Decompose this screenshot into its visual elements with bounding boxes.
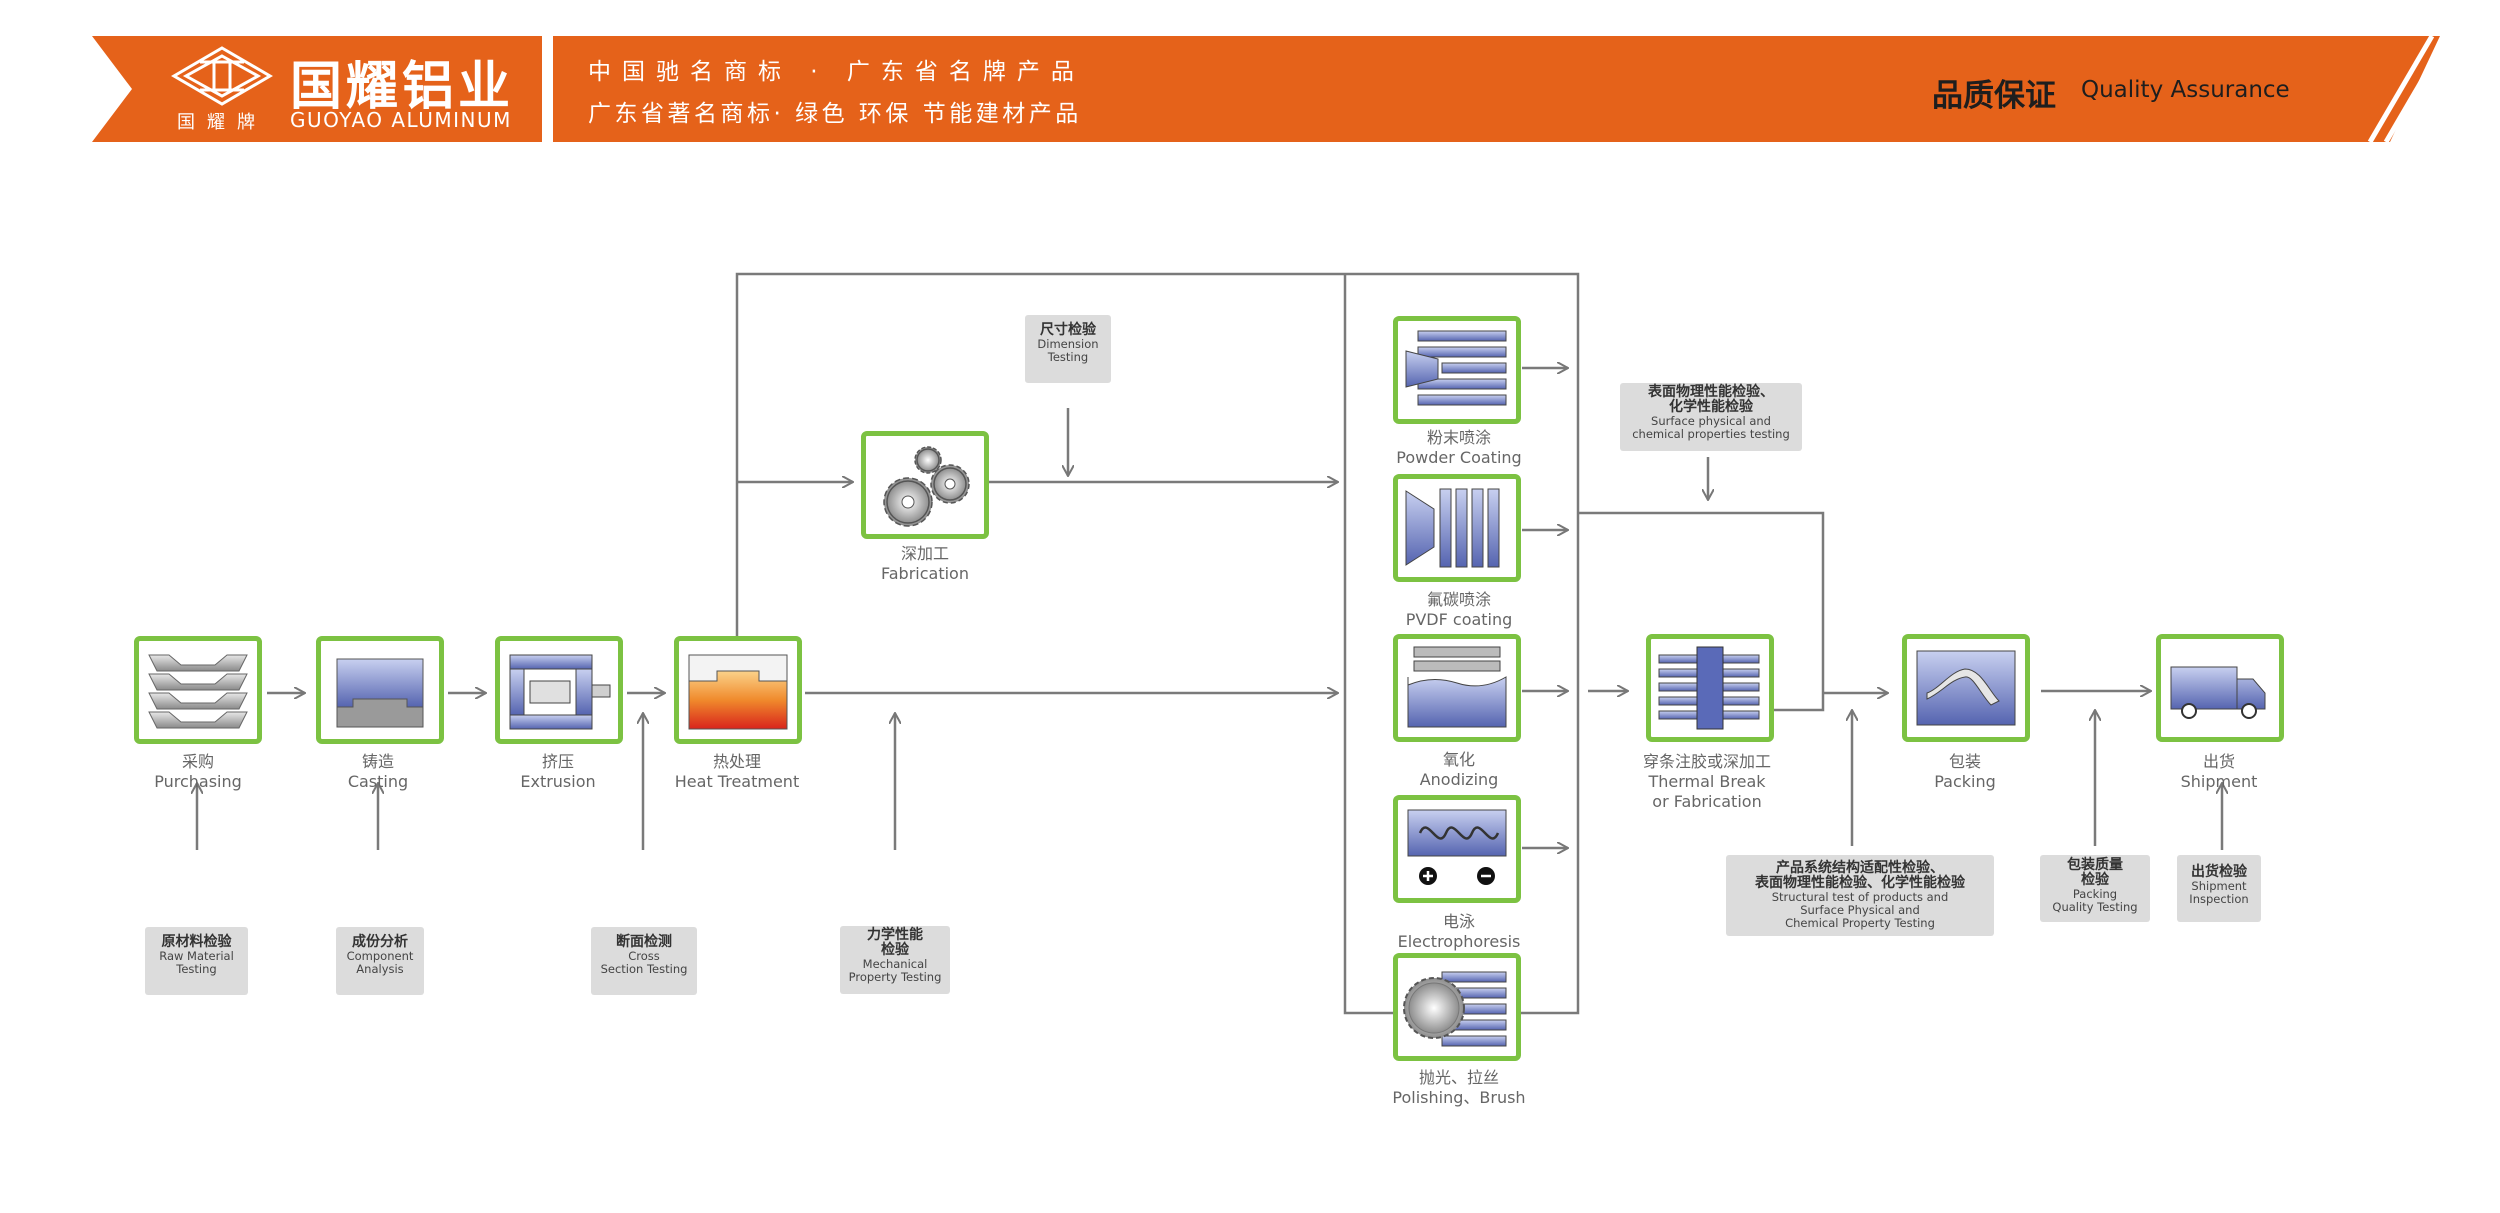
step-anodizing-box bbox=[1393, 634, 1521, 742]
section-title-english: Quality Assurance bbox=[2081, 77, 2290, 103]
electrophoresis-icon bbox=[1407, 809, 1507, 885]
anodizing-tank-icon bbox=[1407, 646, 1507, 728]
slogan-line-2: 广东省著名商标· 绿色 环保 节能建材产品 bbox=[588, 101, 1082, 127]
step-packing-box bbox=[1902, 634, 2030, 742]
step-pvdf-coating-box bbox=[1393, 474, 1521, 582]
package-icon bbox=[1916, 650, 2016, 726]
truck-icon bbox=[2170, 666, 2266, 719]
guoyao-logo-icon bbox=[171, 46, 273, 106]
step-thermal-break-box bbox=[1646, 634, 1774, 742]
step-heat-treatment-box bbox=[674, 636, 802, 744]
step-fabrication-box bbox=[861, 431, 989, 539]
section-title: 品质保证 bbox=[1932, 78, 2056, 114]
polishing-wheel-icon bbox=[1403, 971, 1507, 1047]
stacked-sheets-icon bbox=[148, 654, 248, 729]
step-electrophoresis-box bbox=[1393, 795, 1521, 903]
gears-icon bbox=[883, 446, 970, 527]
header-banner bbox=[92, 34, 2483, 144]
pvdf-spray-icon bbox=[1405, 488, 1500, 568]
step-extrusion-box bbox=[495, 636, 623, 744]
slogan-line-1: 中国驰名商标 · 广东省名牌产品 bbox=[588, 59, 1085, 85]
furnace-icon bbox=[688, 654, 788, 730]
powder-spray-icon bbox=[1405, 330, 1507, 406]
thermal-break-icon bbox=[1658, 646, 1760, 730]
extrusion-press-icon bbox=[509, 654, 611, 730]
mold-icon bbox=[336, 658, 424, 728]
brand-name-english: GUOYAO ALUMINUM bbox=[290, 108, 512, 132]
brand-sub-name: 国耀牌 bbox=[177, 112, 267, 133]
step-powder-coating-box bbox=[1393, 316, 1521, 424]
step-shipment-box bbox=[2156, 634, 2284, 742]
step-polishing-box bbox=[1393, 953, 1521, 1061]
step-purchasing-box bbox=[134, 636, 262, 744]
brand-name: 国耀铝业 bbox=[290, 57, 515, 117]
step-casting-box bbox=[316, 636, 444, 744]
